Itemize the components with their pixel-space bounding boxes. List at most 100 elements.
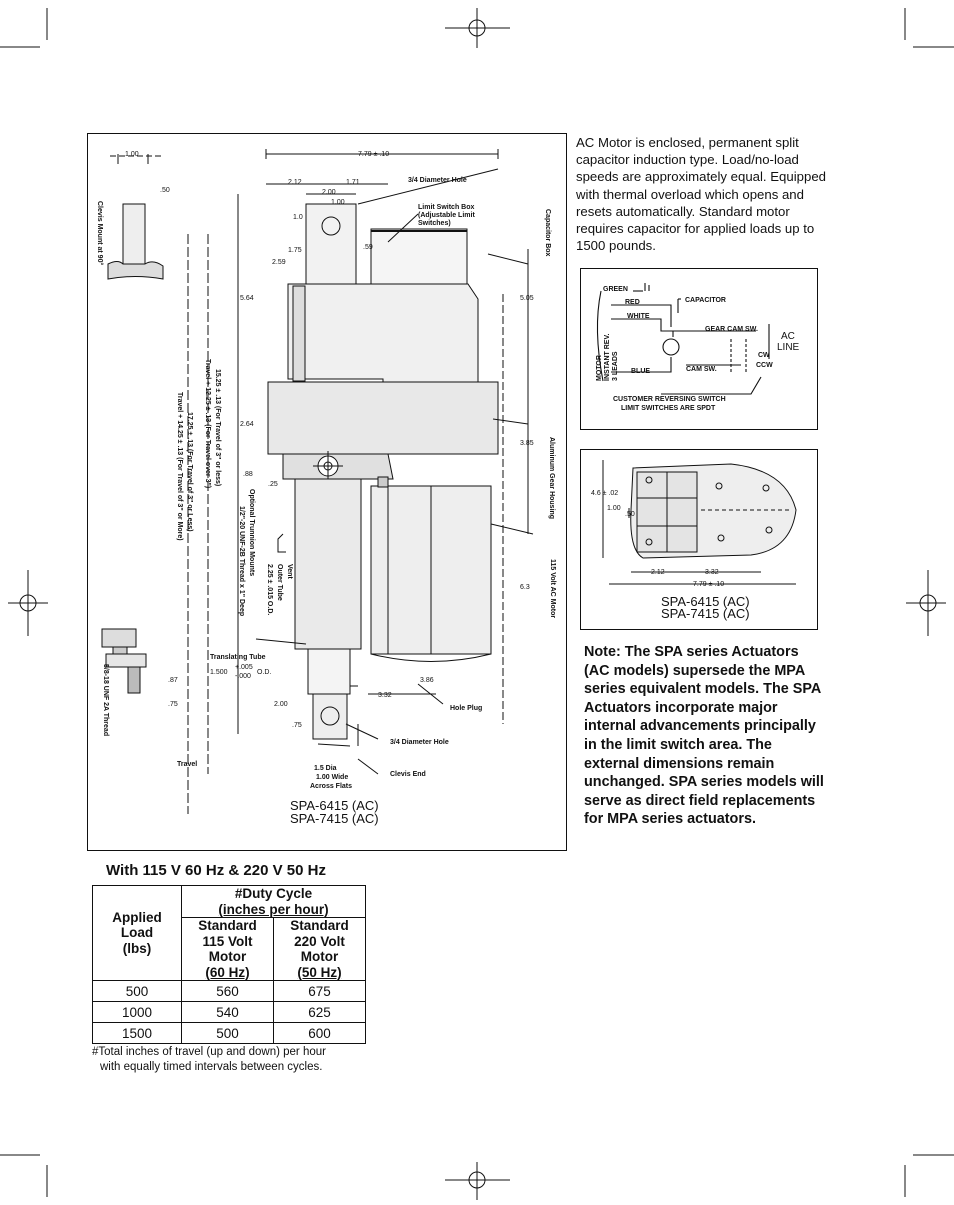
travel-dim-a: 15.25 ± .13 (For Travel of 3" or less) (214, 369, 221, 486)
table-footnote: #Total inches of travel (up and down) pe… (92, 1045, 382, 1074)
cell-115v: 500 (181, 1022, 274, 1044)
thread-label: 5/8-18 UNF 2A Thread (102, 664, 109, 736)
dim-5-05: 5.05 (520, 295, 534, 302)
dim-2-00: 2.00 (322, 189, 336, 196)
outer-tube-label-1: Outer Tube (276, 564, 283, 601)
wiring-diagram-svg: GREEN RED CAPACITOR WHITE GEAR CAM SW. A… (596, 283, 800, 412)
capacitor-label: CAPACITOR (685, 297, 726, 304)
actuator-drawing-svg: Clevis Mount at 90° 1.00 .50 7.79 ± .10 … (96, 149, 556, 826)
col-220-line-a: Standard (290, 918, 349, 933)
registration-target-right (906, 570, 946, 636)
dim-1-71: 1.71 (346, 179, 360, 186)
cell-load: 1000 (92, 1001, 182, 1023)
table-subheader-row: Standard 115 Volt Motor (60 Hz) Standard… (93, 917, 366, 981)
table-header-row: Applied Load (lbs) #Duty Cycle (inches p… (92, 885, 366, 981)
col-load-line-a: Applied (112, 909, 162, 925)
dim-0-87: .87 (168, 677, 178, 684)
gear-housing-label-1: Aluminum Gear Housing (548, 437, 555, 519)
cell-115v: 540 (181, 1001, 274, 1023)
registration-target-left (8, 570, 48, 636)
travel-dim-d: Travel + 14.25 ± .13 (For Travel of 3" o… (176, 392, 183, 541)
cam-sw-label: CAM SW. (686, 366, 717, 373)
footnote-line-2: with equally timed intervals between cyc… (100, 1060, 323, 1073)
duty-cycle-line-a: #Duty Cycle (234, 886, 313, 901)
top-dim-1-00: 1.00 (607, 505, 621, 512)
translating-tube-od-suffix: O.D. (257, 669, 271, 676)
dia-1-5-label: 1.5 Dia (314, 765, 337, 772)
dim-6-3: 6.3 (520, 584, 530, 591)
dim-7-79: 7.79 ± .10 (358, 151, 389, 158)
col-load-line-c: (lbs) (122, 940, 152, 956)
motor-115-label: 115 Volt AC Motor (549, 559, 556, 618)
translating-tube-label: Translating Tube (210, 654, 266, 661)
registration-target-top (445, 8, 510, 48)
dim-5-64: 5.64 (240, 295, 254, 302)
crop-mark-bottom-left (0, 1154, 48, 1197)
motor-leads-3: 3 LEADS (612, 351, 619, 381)
dim-2-00b: 2.00 (274, 701, 288, 708)
travel-dim-b: Travel + 12.25 ± .13 (For Travel over 3"… (204, 359, 211, 488)
top-dim-2-12: 2.12 (651, 569, 665, 576)
dim-3-86: 3.86 (420, 677, 434, 684)
capacitor-box-label: Capacitor Box (544, 209, 551, 257)
wire-white: WHITE (627, 313, 650, 320)
dim-0-59: .59 (363, 244, 373, 251)
motor-leads-1: MOTOR (596, 355, 603, 381)
table-row: 1000 540 625 (92, 1001, 366, 1023)
hole-label-bottom: 3/4 Diameter Hole (390, 739, 449, 746)
clevis-mount-label: Clevis Mount at 90° (96, 201, 104, 265)
line-label: LINE (777, 342, 800, 353)
top-model-b: SPA-7415 (AC) (661, 606, 750, 621)
translating-tube-tol-minus: -.000 (235, 673, 251, 680)
cell-115v: 560 (181, 980, 274, 1002)
model-label-b: SPA-7415 (AC) (290, 811, 379, 826)
duty-cycle-line-b: (inches per hour) (218, 901, 329, 917)
top-model-a: SPA-6415 (AC) (661, 594, 750, 609)
table-heading: With 115 V 60 Hz & 220 V 50 Hz (106, 862, 326, 879)
outer-tube-label-2: 2.25 ± .015 O.D. (266, 564, 273, 615)
ac-label: AC (781, 331, 795, 342)
col-applied-load: Applied Load (lbs) (92, 885, 182, 981)
dim-0-50: .50 (160, 187, 170, 194)
motor-description: AC Motor is enclosed, permanent split ca… (576, 135, 826, 254)
top-dim-7-79: 7.79 ± .10 (693, 581, 724, 588)
dim-1-00b: 1.00 (331, 199, 345, 206)
vent-label: Vent (286, 564, 293, 579)
registration-target-bottom (445, 1162, 510, 1200)
motor-leads-2: INSTANT REV. (604, 333, 611, 381)
across-flats-label: Across Flats (310, 783, 352, 790)
col-115-line-a: Standard (198, 918, 257, 933)
crop-mark-top-right (904, 8, 954, 48)
supersede-note: Note: The SPA series Actuators (AC model… (584, 644, 824, 828)
dim-0-88: .88 (243, 471, 253, 478)
dim-3-32: 3.32 (378, 692, 392, 699)
limit-box-label-2: (Adjustable Limit (418, 212, 475, 219)
table-row: 1500 500 600 (92, 1022, 366, 1044)
wiring-diagram: GREEN RED CAPACITOR WHITE GEAR CAM SW. A… (580, 268, 818, 430)
ccw-label: CCW (756, 362, 773, 369)
customer-switch-1: CUSTOMER REVERSING SWITCH (613, 396, 726, 403)
wire-red: RED (625, 299, 640, 306)
cell-220v: 600 (273, 1022, 366, 1044)
dim-1-0: 1.0 (293, 214, 303, 221)
cell-load: 1500 (92, 1022, 182, 1044)
wire-green: GREEN (603, 286, 628, 293)
dim-1-00: 1.00 (125, 151, 139, 158)
actuator-drawing: Clevis Mount at 90° 1.00 .50 7.79 ± .10 … (87, 133, 567, 851)
col-115-line-b: 115 Volt (202, 933, 253, 949)
travel-label: Travel (177, 761, 197, 768)
gear-cam-label: GEAR CAM SW. (705, 326, 758, 333)
top-dim-4-6: 4.6 ± .02 (591, 490, 618, 497)
top-dim-3-32: 3.32 (705, 569, 719, 576)
limit-box-label-3: Switches) (418, 220, 451, 227)
col-115v: Standard 115 Volt Motor (60 Hz) (181, 917, 274, 981)
travel-dim-c: 17.25 ± .13 (For Travel of 3" or Less) (186, 412, 193, 532)
wide-1-00-label: 1.00 Wide (316, 774, 348, 781)
col-duty-cycle: #Duty Cycle (inches per hour) (181, 885, 366, 918)
col-220v: Standard 220 Volt Motor (50 Hz) (273, 917, 366, 981)
wire-blue: BLUE (631, 368, 650, 375)
translating-tube-tol-plus: +.005 (235, 664, 253, 671)
dim-0-25: .25 (268, 481, 278, 488)
dim-0-75: .75 (168, 701, 178, 708)
clevis-end-label: Clevis End (390, 771, 426, 778)
